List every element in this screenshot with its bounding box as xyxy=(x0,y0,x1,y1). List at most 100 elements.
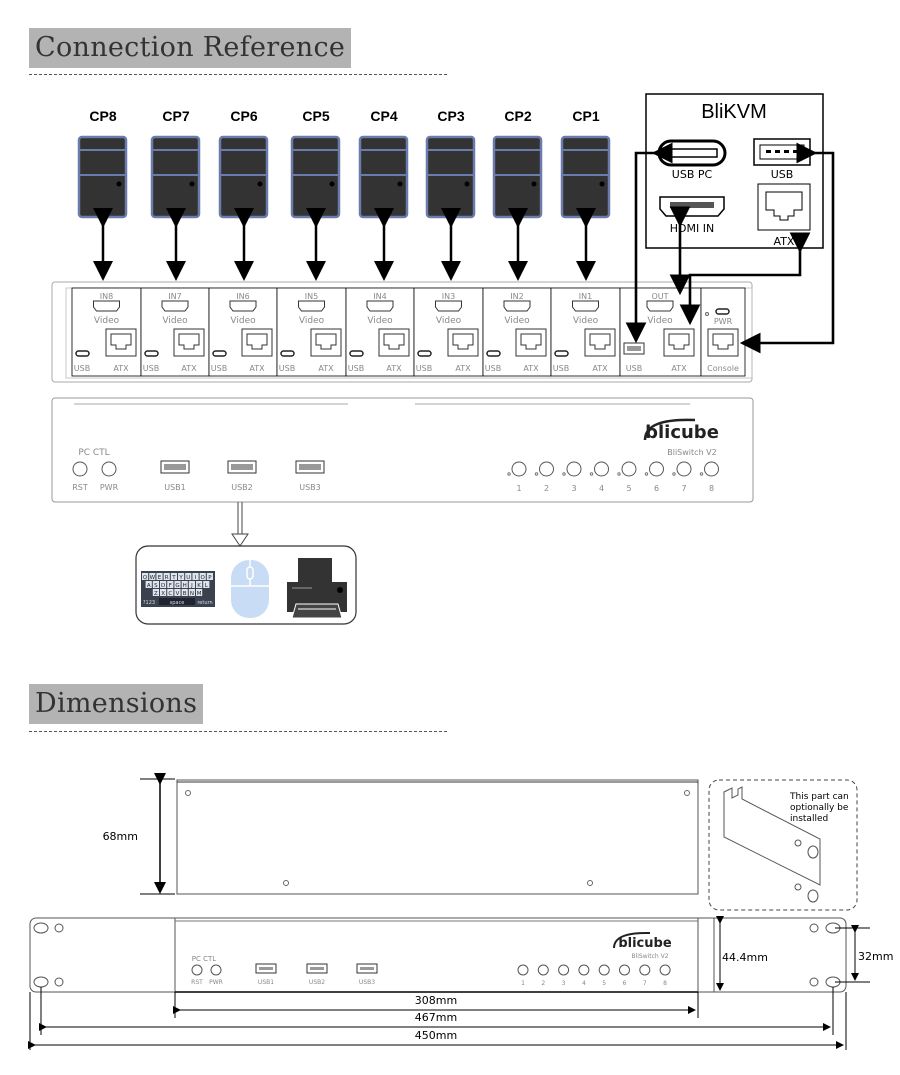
pc-tower-cp4: CP4 xyxy=(358,108,409,219)
channel-button-icon[interactable] xyxy=(621,461,637,477)
rj45-port-icon xyxy=(241,328,273,357)
keyboard-key-label: T xyxy=(171,575,176,581)
rst-label: RST xyxy=(72,483,88,492)
video-label: Video xyxy=(367,316,393,326)
atx-label: ATX xyxy=(671,364,687,373)
rack-channel-label: 6 xyxy=(623,980,627,987)
keyboard-key xyxy=(188,589,195,596)
rj45-port-icon xyxy=(515,328,547,357)
channel-button-icon[interactable] xyxy=(649,461,664,477)
hdmi-port-icon xyxy=(366,300,394,312)
rack-usb-port: USB1 xyxy=(255,963,277,986)
hdmi-port-icon xyxy=(646,300,674,312)
keyboard-key xyxy=(167,581,174,588)
rj45-port-icon xyxy=(378,328,410,357)
pc-tower-cp2: CP2 xyxy=(492,108,543,219)
key-space: space xyxy=(170,600,185,606)
input-label: IN4 xyxy=(373,292,386,301)
keyboard-key-label: B xyxy=(183,591,187,597)
rj45-port-icon xyxy=(663,328,695,357)
pc-ctl-label: PC CTL xyxy=(78,448,109,458)
channel-button-6[interactable]: 6 xyxy=(644,461,664,493)
keyboard-key-label: O xyxy=(201,575,206,581)
hdmi-port-icon xyxy=(572,300,599,312)
channel-button-icon[interactable] xyxy=(566,461,582,477)
usb2-peripheral-arrow xyxy=(231,502,249,547)
rack-pwr-label: PWR xyxy=(209,979,223,986)
keyboard-key-label: H xyxy=(183,583,187,589)
power-led-icon xyxy=(464,181,470,187)
front-usb1-port[interactable]: USB1 xyxy=(160,460,190,492)
keyboard-key xyxy=(149,573,156,580)
channel-button-4[interactable]: 4 xyxy=(589,461,609,493)
rj45-port-icon xyxy=(707,328,739,357)
rack-channel-6: 6 xyxy=(619,964,630,987)
rack-channel-5: 5 xyxy=(598,964,610,987)
keyboard-key xyxy=(174,581,181,588)
section-divider xyxy=(29,731,447,732)
led-icon xyxy=(562,472,566,476)
usb-c-port-icon xyxy=(417,350,432,357)
keyboard-key-label: F xyxy=(169,583,172,589)
dim-height-case: 68mm xyxy=(103,830,138,843)
atx-label: ATX xyxy=(318,364,334,373)
power-led-icon xyxy=(329,181,335,187)
keyboard-key-label: K xyxy=(197,583,201,589)
rack-channel-label: 4 xyxy=(582,980,586,987)
channel-button-5[interactable]: 5 xyxy=(617,461,637,493)
pc-label: CP4 xyxy=(370,108,397,124)
rack-channel-icon xyxy=(558,964,570,976)
pc-tower-cp7: CP7 xyxy=(150,108,201,219)
keyboard-key-label: R xyxy=(165,575,169,581)
usb-a-port-icon xyxy=(295,460,325,474)
usb-label: USB xyxy=(211,364,227,373)
dimension-lines: 44.4mm 32mm 308mm 467mm 450mm xyxy=(28,916,893,1050)
keyboard-key-label: Y xyxy=(178,575,183,581)
pc-tower-cp8: CP8 xyxy=(77,108,128,219)
channel-button-icon[interactable] xyxy=(511,461,527,477)
atx-label: ATX xyxy=(592,364,608,373)
led-icon xyxy=(644,472,649,476)
channel-button-8[interactable]: 8 xyxy=(699,461,719,493)
channel-button-icon[interactable] xyxy=(539,461,554,477)
key-num: ?123 xyxy=(143,600,155,606)
front-usb3-port[interactable]: USB3 xyxy=(295,460,325,492)
channel-button-1[interactable]: 1 xyxy=(507,461,527,493)
rack-channel-label: 7 xyxy=(643,980,647,987)
keyboard-key-label: G xyxy=(175,583,179,589)
usb-a-port-icon xyxy=(356,963,378,974)
rj45-port-icon xyxy=(584,328,616,357)
keyboard-key xyxy=(152,581,159,588)
channel-label: 3 xyxy=(571,484,576,493)
channel-button-icon[interactable] xyxy=(594,461,609,477)
channel-button-icon[interactable] xyxy=(676,461,692,477)
usb-label: USB xyxy=(485,364,501,373)
pwr-button[interactable] xyxy=(101,461,117,477)
keyboard-key xyxy=(156,573,163,580)
rst-button[interactable] xyxy=(72,461,88,477)
front-usb2-port[interactable]: USB2 xyxy=(227,460,257,492)
led-icon xyxy=(672,472,676,476)
rack-brand-logo: blicube xyxy=(618,936,671,951)
channel-button-7[interactable]: 7 xyxy=(672,461,692,493)
rj45-port-icon xyxy=(310,328,342,357)
video-label: Video xyxy=(504,316,530,326)
keyboard-key xyxy=(206,573,213,580)
usb-label: USB xyxy=(279,364,295,373)
keyboard-key-label: C xyxy=(168,591,172,597)
keyboard-key xyxy=(142,573,149,580)
pc-tower-cp5: CP5 xyxy=(290,108,341,219)
pc-tower-cp3: CP3 xyxy=(425,108,476,219)
channel-button-2[interactable]: 2 xyxy=(534,461,554,493)
channel-button-3[interactable]: 3 xyxy=(562,461,582,493)
led-icon xyxy=(617,472,621,476)
rack-channel-label: 8 xyxy=(663,980,667,987)
power-led-icon xyxy=(599,181,605,187)
rack-channel-icon xyxy=(517,964,529,976)
blikvm-box: BliKVM USB PC USB HDMI IN ATX xyxy=(645,93,824,249)
channel-button-icon[interactable] xyxy=(704,461,719,477)
channel-label: 5 xyxy=(626,484,631,493)
